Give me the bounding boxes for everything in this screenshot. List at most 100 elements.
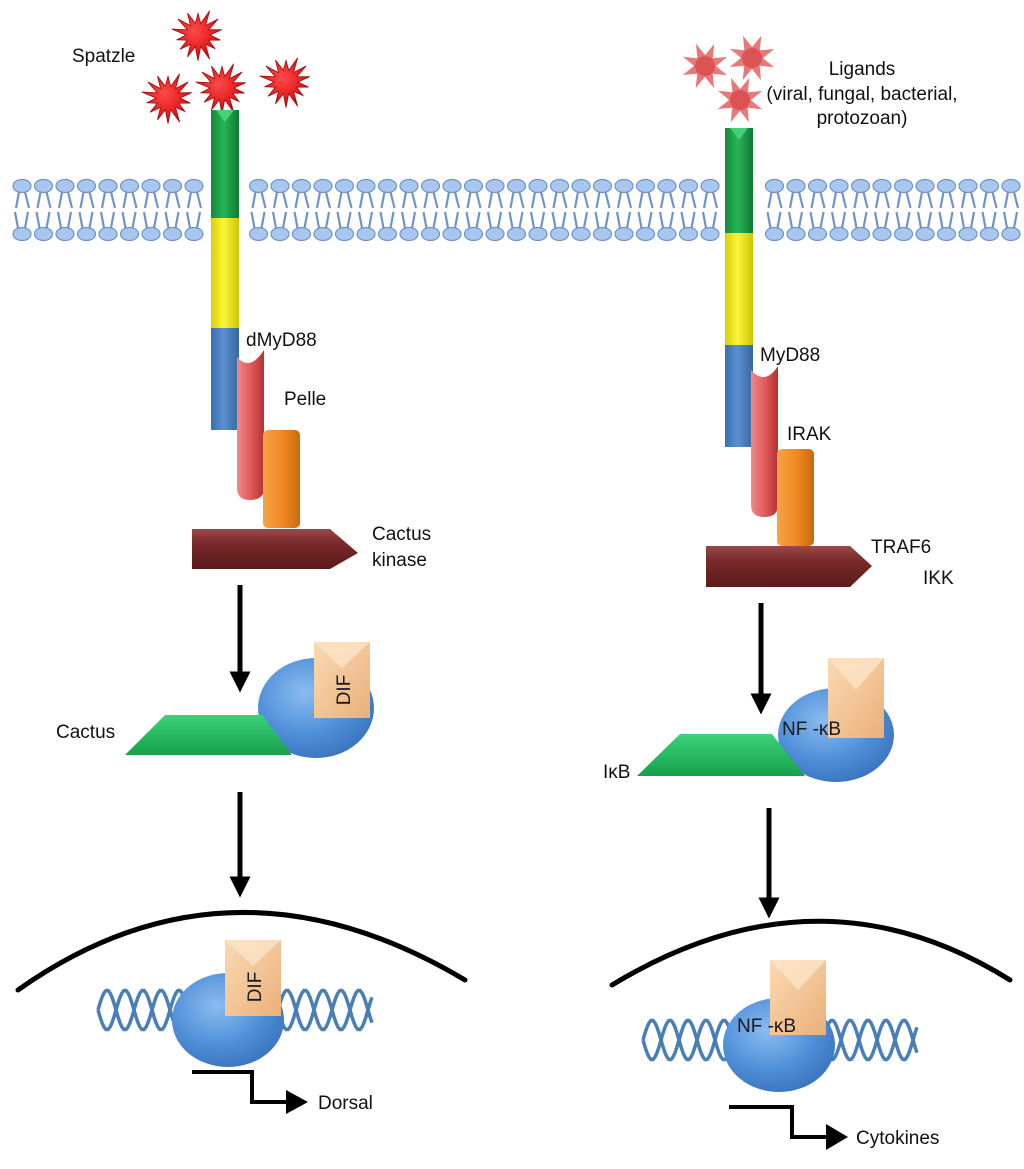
cactus-kinase-label-line2: kinase [372, 550, 427, 571]
phospholipid [55, 178, 75, 242]
cactus-inhibitor [125, 715, 292, 755]
phospholipid [485, 178, 505, 242]
spatzle-ligand-icon [259, 57, 310, 108]
phospholipid [872, 178, 892, 242]
cactus-kinase-label-line1: Cactus [372, 524, 431, 545]
nuclear-nfkb-box-highlight [770, 960, 826, 990]
ikb-label: IκB [603, 762, 630, 783]
transcription-line-right [729, 1105, 830, 1139]
nfkb-box-highlight [828, 658, 884, 690]
cactus-dif-complex: DIF [125, 642, 374, 758]
spatzle-ligands [141, 10, 310, 124]
phospholipid [958, 178, 978, 242]
cytokines-label: Cytokines [856, 1128, 939, 1149]
pamp-ligand-icon [717, 77, 763, 123]
ikb-nfkb-complex: NF -κB [637, 658, 894, 782]
phospholipid [614, 178, 634, 242]
pamp-ligands [682, 35, 775, 123]
myd88-adaptor [751, 366, 778, 517]
phospholipid [76, 178, 97, 242]
phospholipid [420, 178, 441, 242]
dif-box-highlight [314, 642, 370, 668]
phospholipid [592, 178, 613, 242]
ligands-label-line3: protozoan) [817, 108, 908, 129]
irak-kinase [777, 449, 814, 546]
phospholipid [356, 178, 376, 242]
phospholipid [528, 178, 548, 242]
phospholipid [334, 178, 355, 242]
traf6-label: TRAF6 [871, 537, 931, 558]
toll-receptor [211, 110, 239, 430]
nuclear-dif-label: DIF [245, 972, 266, 1003]
phospholipid [549, 178, 570, 242]
phospholipid [1001, 178, 1021, 242]
tlr-tip [730, 128, 748, 140]
phospholipid [463, 178, 484, 242]
pelle-label: Pelle [284, 389, 326, 410]
phospholipid [291, 178, 312, 242]
nuclear-dif-box-highlight [225, 940, 281, 966]
nuclear-envelope [15, 909, 468, 993]
traf6-ikk-bar [706, 546, 872, 587]
ligands-label-line2: (viral, fungal, bacterial, [766, 84, 957, 105]
phospholipid [184, 178, 204, 242]
dif-label: DIF [334, 675, 355, 706]
phospholipid [893, 178, 914, 242]
spatzle-label: Spatzle [72, 46, 135, 67]
phospholipid [12, 178, 32, 242]
phospholipid [313, 178, 333, 242]
pelle-kinase [263, 430, 300, 528]
transcription-arrowhead-right [826, 1124, 848, 1150]
phospholipid [141, 178, 161, 242]
right-pathway: Ligands (viral, fungal, bacterial, proto… [603, 35, 1013, 1150]
phospholipid [979, 178, 1000, 242]
cactus-kinase-bar [192, 529, 358, 569]
irak-label: IRAK [787, 424, 832, 445]
nuclear-envelope-right [609, 918, 1013, 988]
dmyd88-label: dMyD88 [246, 330, 317, 351]
phospholipid [571, 178, 591, 242]
left-pathway: Spatzle dMyD88 Pelle Cactus kinase DIF C… [15, 10, 468, 1114]
phospholipid [377, 178, 398, 242]
phospholipid [807, 178, 828, 242]
receptor-tir-domain [211, 328, 239, 430]
phospholipid [119, 178, 140, 242]
nfkb-label: NF -κB [782, 719, 841, 740]
phospholipid [248, 178, 269, 242]
phospholipid [786, 178, 806, 242]
receptor-transmembrane [211, 218, 239, 328]
cactus-label: Cactus [56, 722, 115, 743]
nuclear-nfkb-label: NF -κB [737, 1016, 796, 1037]
phospholipid [33, 178, 54, 242]
ikb-inhibitor [637, 734, 805, 776]
cell-membrane [12, 178, 1021, 242]
phospholipid [678, 178, 699, 242]
phospholipid [399, 178, 419, 242]
phospholipid [270, 178, 290, 242]
spatzle-ligand-icon [195, 63, 246, 114]
phospholipid [506, 178, 527, 242]
receptor-tip [216, 110, 234, 122]
phospholipid [657, 178, 677, 242]
phospholipid [442, 178, 462, 242]
tlr-ectodomain [725, 128, 753, 233]
phospholipid [829, 178, 849, 242]
ligands-label-line1: Ligands [829, 59, 896, 80]
spatzle-ligand-icon [171, 10, 222, 61]
receptor-ectodomain [211, 110, 239, 218]
myd88-label: MyD88 [760, 345, 820, 366]
tlr-receptor [725, 128, 753, 447]
phospholipid [700, 178, 720, 242]
pamp-ligand-icon [729, 35, 775, 81]
dmyd88-adaptor [237, 350, 264, 500]
transcription-line [192, 1070, 290, 1104]
phospholipid [162, 178, 183, 242]
transcription-arrowhead [286, 1090, 308, 1114]
tlr-tir-domain [725, 345, 753, 447]
spatzle-ligand-icon [141, 73, 192, 124]
phospholipid [936, 178, 957, 242]
phospholipid [915, 178, 935, 242]
phospholipid [98, 178, 118, 242]
dorsal-label: Dorsal [318, 1093, 373, 1114]
